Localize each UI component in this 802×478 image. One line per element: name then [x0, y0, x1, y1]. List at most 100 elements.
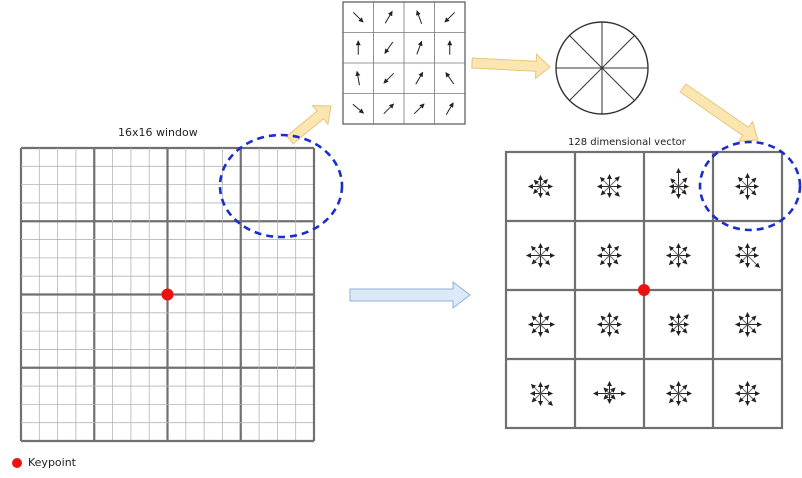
histogram-star-icon: [666, 381, 692, 406]
histogram-bin-arrow: [678, 384, 688, 394]
histogram-bin-arrow: [747, 324, 757, 334]
histogram-star-icon: [735, 173, 759, 200]
histogram-star-icon: [666, 243, 691, 268]
histogram-bin-arrow: [738, 324, 748, 334]
window-highlight-ellipse: [218, 133, 344, 239]
histogram-bin-arrow: [747, 186, 757, 196]
histogram-bin-arrow: [603, 387, 610, 394]
histogram-bin-arrow: [738, 393, 748, 403]
flow-arrow-to-descriptor: [349, 280, 471, 310]
histogram-bin-arrow: [737, 245, 748, 256]
histogram-bin-arrow: [678, 314, 689, 325]
gradient-arrow-icon: [445, 102, 454, 116]
keypoint-legend-label: Keypoint: [28, 456, 76, 469]
histogram-star-icon: [597, 312, 622, 337]
histogram-bin-arrow: [738, 315, 748, 325]
histogram-bin-arrow: [540, 246, 550, 256]
histogram-star-icon: [735, 312, 762, 337]
histogram-bin-arrow: [600, 324, 610, 334]
histogram-star-icon: [526, 243, 555, 268]
gradient-magnified-cell: [342, 1, 466, 125]
histogram-star-icon: [593, 381, 626, 404]
gradient-arrow-icon: [383, 103, 395, 115]
histogram-bin-arrow: [737, 176, 748, 187]
window-label: 16x16 window: [118, 126, 198, 139]
histogram-bin-arrow: [609, 393, 616, 400]
gradient-arrow-icon: [384, 10, 393, 24]
histogram-bin-arrow: [540, 384, 550, 394]
keypoint-dot-window: [161, 288, 174, 301]
gradient-arrow-icon: [355, 70, 361, 86]
histogram-bin-arrow: [609, 255, 619, 265]
histogram-bin-arrow: [678, 246, 688, 256]
histogram-bin-arrow: [540, 179, 548, 187]
histogram-bin-divider: [569, 35, 635, 101]
histogram-star-icon: [668, 313, 689, 336]
histogram-bin-arrow: [670, 178, 679, 187]
histogram-bin-arrow: [531, 324, 541, 334]
orientation-histogram-circle: [555, 21, 649, 115]
histogram-bin-arrow: [530, 245, 541, 256]
gradient-arrow-icon: [384, 41, 394, 54]
histogram-bin-arrow: [671, 186, 679, 194]
histogram-bin-arrow: [540, 186, 551, 197]
flow-arrow-to-histogram: [471, 53, 551, 80]
histogram-bin-arrow: [609, 186, 620, 197]
histogram-bin-arrow: [540, 393, 553, 406]
histogram-bin-arrow: [533, 186, 541, 194]
keypoint-legend-dot: [12, 458, 22, 468]
histogram-bin-arrow: [609, 176, 620, 187]
histogram-star-icon: [530, 382, 553, 406]
histogram-bin-arrow: [678, 186, 687, 195]
histogram-bin-arrow: [678, 393, 688, 403]
highlight-ellipses: [218, 133, 802, 239]
histogram-bin-arrow: [739, 255, 748, 264]
histogram-bin-arrow: [599, 255, 610, 266]
histogram-bin-arrow: [609, 387, 616, 394]
histogram-star-icon: [597, 174, 622, 198]
gradient-arrow-icon: [416, 10, 423, 24]
gradient-arrow-icon: [413, 103, 425, 115]
histogram-bin-arrow: [747, 384, 757, 394]
histogram-bin-arrow: [747, 255, 760, 268]
histogram-star-icon: [528, 312, 555, 337]
flow-arrows: [286, 53, 759, 310]
histogram-bin-arrow: [678, 177, 688, 187]
histogram-bin-arrow: [747, 246, 757, 256]
histogram-bin-arrow: [531, 315, 541, 325]
keypoints: [12, 284, 650, 468]
histogram-bin-arrow: [668, 245, 679, 256]
histogram-star-icon: [735, 243, 760, 268]
vector-label: 128 dimensional vector: [568, 137, 686, 148]
histogram-bin-arrow: [540, 315, 550, 325]
gradient-arrow-icon: [352, 11, 364, 23]
vector-highlight-ellipse: [698, 140, 802, 232]
histogram-bin-arrow: [739, 186, 748, 195]
histogram-star-icon: [597, 243, 622, 268]
histogram-bin-arrow: [600, 315, 610, 325]
histogram-bin-arrow: [531, 393, 541, 403]
histogram-bin-arrow: [678, 324, 688, 334]
histogram-bin-arrow: [747, 393, 757, 403]
gradient-arrow-icon: [352, 103, 364, 114]
histogram-bin-arrow: [530, 383, 541, 394]
histogram-star-icon: [735, 381, 760, 406]
histogram-bin-arrow: [678, 255, 688, 265]
histogram-bin-arrow: [669, 384, 679, 394]
histogram-bin-arrow: [599, 176, 610, 187]
gradient-arrow-icon: [383, 72, 395, 84]
histogram-bin-arrow: [668, 255, 679, 266]
gradient-arrow-icon: [415, 71, 424, 85]
histogram-bin-arrow: [533, 179, 541, 187]
histogram-star-icon: [669, 168, 689, 199]
histogram-bin-arrow: [609, 245, 620, 256]
histogram-bin-arrow: [609, 324, 620, 335]
gradient-arrow-icon: [416, 40, 423, 55]
histogram-bin-arrow: [531, 255, 541, 265]
histogram-bin-arrow: [669, 315, 679, 325]
gradient-arrow-icon: [445, 72, 455, 85]
histogram-bin-arrow: [747, 315, 757, 325]
flow-arrow-to-vector: [679, 83, 759, 142]
histogram-bin-arrow: [670, 324, 679, 333]
